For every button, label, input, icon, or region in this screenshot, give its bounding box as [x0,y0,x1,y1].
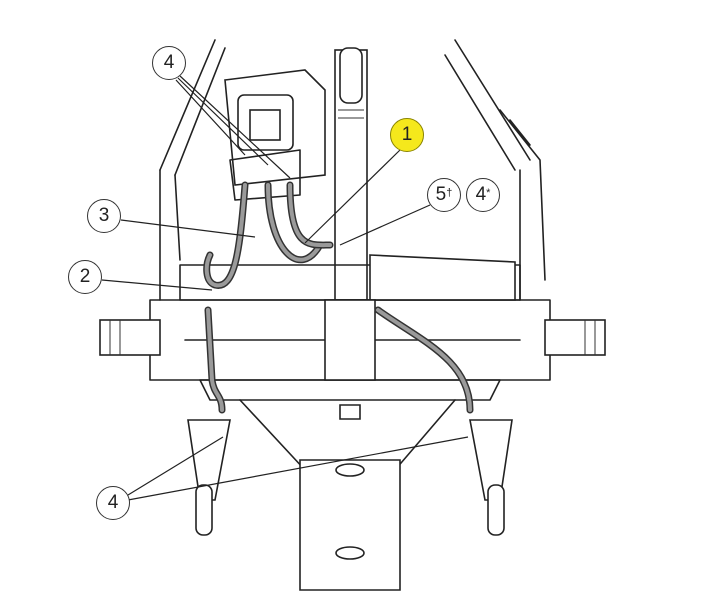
center-bracket [324,299,376,381]
motor-plate [249,109,281,141]
foot-plate [299,459,401,591]
mast-top [339,47,363,104]
callout-2: 2 [68,260,102,294]
hose-1 [286,181,334,249]
callout-label: 3 [98,205,110,226]
leader-2 [101,279,213,291]
callout-label: 2 [79,266,91,287]
right-handle [499,109,546,281]
hose-right-cylinder [374,306,474,414]
leader-1 [304,149,401,244]
mount-ribs [109,320,596,355]
callout-label: 1 [401,124,413,145]
left-cylinder [187,419,231,501]
crossbar-cover [369,254,516,301]
a-frame-right [444,39,531,171]
valve-manifold [229,149,301,201]
callout-label: 5 [435,184,447,205]
callout-1-highlighted: 1 [390,118,424,152]
callout-label: 4 [163,52,175,73]
callout-3: 3 [87,199,121,233]
callout-label: 4 [107,492,119,513]
left-mount [99,319,161,356]
callout-4-bottom: 4 [96,486,130,520]
right-cylinder-rod [487,484,505,536]
callout-sup: † [446,187,453,199]
right-mount [544,319,606,356]
callout-4-top: 4 [152,46,186,80]
leader-top-4 [175,75,291,179]
a-frame-left [159,39,226,176]
leader-5 [339,204,431,246]
foot-hole-bottom [335,546,365,560]
callout-5-dagger: 5† [427,178,461,212]
leader-lines [101,75,469,501]
left-cylinder-rod [195,484,213,536]
callout-label: 4 [475,184,487,205]
hoses [203,181,474,414]
leader-bottom-4 [127,436,469,501]
foot-hole-top [335,463,365,477]
mast-rings [338,109,364,119]
callout-sup: * [486,187,491,199]
center-nut [339,404,361,420]
lower-v-frame [239,399,456,471]
leader-3 [120,219,256,238]
callout-4-star: 4* [466,178,500,212]
